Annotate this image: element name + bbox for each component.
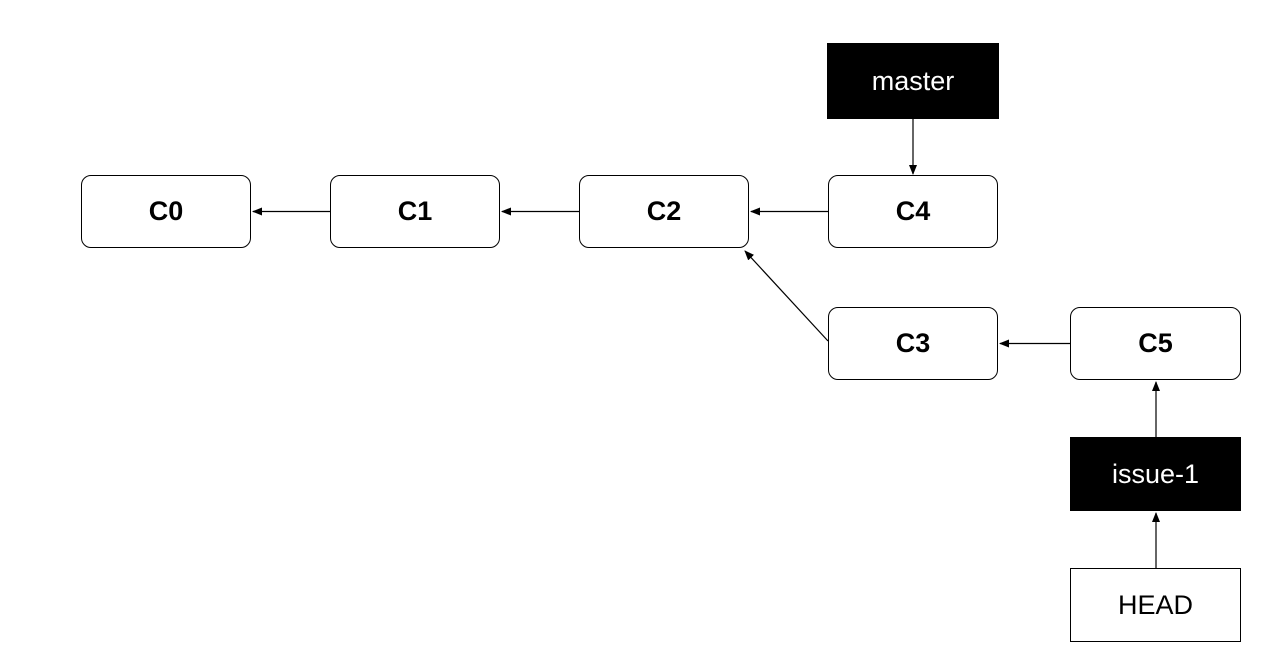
commit-c3: C3 bbox=[828, 307, 998, 380]
branch-issue-1: issue-1 bbox=[1070, 437, 1241, 511]
head-pointer-label: HEAD bbox=[1117, 589, 1193, 620]
commit-c5: C5 bbox=[1070, 307, 1241, 380]
commit-c4: C4 bbox=[828, 175, 998, 248]
commit-c2-label: C2 bbox=[646, 196, 682, 226]
commit-c0-label: C0 bbox=[148, 196, 184, 226]
branch-master-label: master bbox=[871, 65, 955, 96]
commit-c1: C1 bbox=[330, 175, 500, 248]
commit-c4-label: C4 bbox=[895, 196, 931, 226]
commit-c0: C0 bbox=[81, 175, 251, 248]
branch-issue-1-label: issue-1 bbox=[1111, 458, 1200, 489]
commit-c2: C2 bbox=[579, 175, 749, 248]
branch-master: master bbox=[827, 43, 999, 119]
head-pointer: HEAD bbox=[1070, 568, 1241, 642]
commit-c5-label: C5 bbox=[1138, 328, 1173, 358]
commit-c1-label: C1 bbox=[397, 196, 433, 226]
edge-c3-to-c2 bbox=[744, 250, 829, 342]
commit-c3-label: C3 bbox=[895, 328, 931, 358]
